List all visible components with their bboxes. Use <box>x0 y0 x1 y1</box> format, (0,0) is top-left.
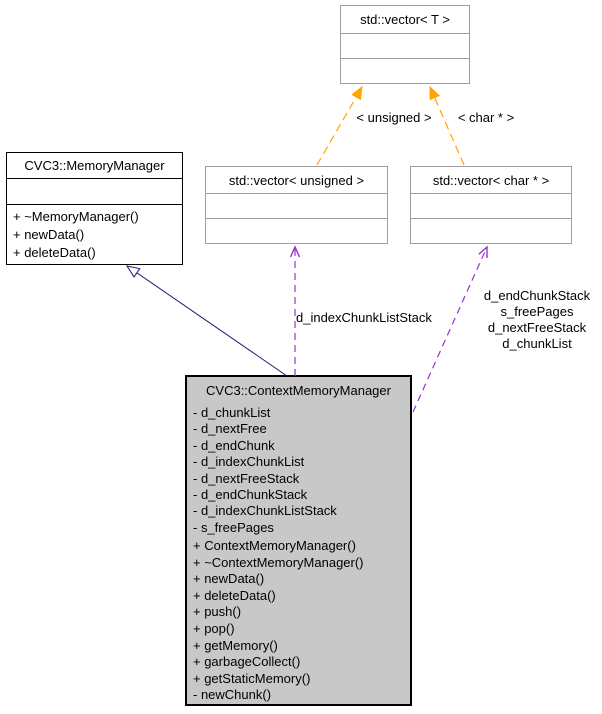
class-box-memory-manager[interactable]: CVC3::MemoryManager + ~MemoryManager() +… <box>6 152 183 265</box>
template-edge-label-char-ptr: < char * > <box>457 110 515 125</box>
method-line: + push() <box>193 604 242 620</box>
class-box-std-vector-t[interactable]: std::vector< T > <box>340 5 470 84</box>
method-line: + newData() <box>193 571 265 587</box>
methods-compartment: + ~MemoryManager() + newData() + deleteD… <box>7 204 182 264</box>
attributes-compartment-empty <box>206 193 387 218</box>
method-line: + garbageCollect() <box>193 654 301 670</box>
attribute-line: - s_freePages <box>193 519 274 535</box>
class-box-context-memory-manager[interactable]: CVC3::ContextMemoryManager - d_chunkList… <box>185 375 412 706</box>
usage-label-line: s_freePages <box>500 304 574 319</box>
attribute-line: - d_chunkList <box>193 405 271 420</box>
usage-label-line: d_endChunkStack <box>483 288 591 303</box>
class-title: std::vector< char * > <box>432 172 550 188</box>
attribute-line: - d_nextFreeStack <box>193 470 300 486</box>
method-line: - newChunk() <box>193 687 272 703</box>
attribute-line: - d_endChunkStack <box>193 487 308 503</box>
method-line: + pop() <box>193 620 235 636</box>
attributes-compartment: - d_chunkList - d_nextFree - d_endChunk … <box>187 403 410 535</box>
method-line: + getMemory() <box>193 637 278 653</box>
class-title: CVC3::ContextMemoryManager <box>206 382 391 398</box>
attribute-line: - d_indexChunkList <box>193 454 305 470</box>
method-line: + ContextMemoryManager() <box>193 538 356 553</box>
method-line: + deleteData() <box>13 245 96 260</box>
method-line: + deleteData() <box>193 587 276 603</box>
template-edge-label-unsigned: < unsigned > <box>356 110 432 125</box>
methods-compartment: + ContextMemoryManager() + ~ContextMemor… <box>187 535 410 704</box>
usage-label-line: d_nextFreeStack <box>487 320 587 335</box>
inheritance-edge <box>125 265 288 377</box>
class-title: std::vector< unsigned > <box>228 172 365 188</box>
method-line: + ~ContextMemoryManager() <box>193 554 364 570</box>
class-title: std::vector< T > <box>360 12 450 27</box>
attributes-compartment-empty <box>411 193 571 218</box>
class-title: CVC3::MemoryManager <box>24 158 165 173</box>
attributes-compartment-empty <box>7 178 182 204</box>
usage-edge-label-index-chunk-list-stack: d_indexChunkListStack <box>296 310 432 325</box>
class-box-std-vector-unsigned[interactable]: std::vector< unsigned > <box>205 166 388 244</box>
template-edge-unsigned <box>316 87 362 166</box>
method-line: + getStaticMemory() <box>193 670 311 686</box>
class-box-std-vector-char-ptr[interactable]: std::vector< char * > <box>410 166 572 244</box>
attributes-compartment-empty <box>341 33 469 58</box>
attribute-line: - d_endChunk <box>193 437 275 453</box>
methods-compartment-empty <box>206 218 387 243</box>
template-edge-char-ptr <box>429 87 465 166</box>
methods-compartment-empty <box>411 218 571 243</box>
usage-edge-label-char-ptr-members: d_endChunkStack s_freePages d_nextFreeSt… <box>462 288 602 352</box>
method-line: + ~MemoryManager() <box>13 209 139 224</box>
attribute-line: - d_nextFree <box>193 421 267 437</box>
attribute-line: - d_indexChunkListStack <box>193 503 337 519</box>
methods-compartment-empty <box>341 58 469 83</box>
method-line: + newData() <box>13 227 85 242</box>
usage-label-line: d_chunkList <box>502 336 572 351</box>
